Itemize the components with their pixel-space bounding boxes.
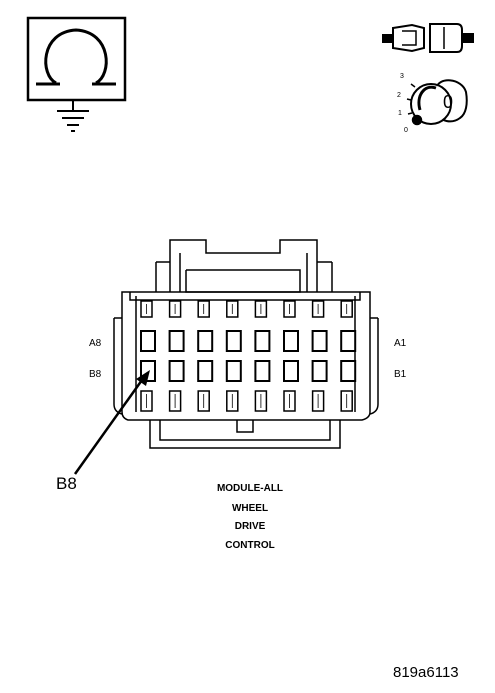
pin-label-b1: B1 [394,369,407,380]
pin-cavity-a-1 [340,330,357,352]
pin-cavity-b-2 [311,360,328,382]
pin-cavity-b-1 [340,360,357,382]
pin-label-b8: B8 [89,369,102,380]
pin-cavity-b-5 [225,360,242,382]
callout-arrow [73,370,150,475]
ignition-key-off-icon [406,79,468,126]
pin-label-a8: A8 [89,338,102,349]
connector-title-line-2: WHEEL [231,503,269,514]
ignition-position-0: 0 [404,127,408,134]
connector-title-line-4: CONTROL [225,540,275,551]
ignition-position-2: 2 [397,92,401,99]
pin-cavity-b-6 [197,360,214,382]
pin-cavity-a-5 [225,330,242,352]
ignition-position-1: 1 [398,110,402,117]
pin-grid [140,300,357,412]
pin-cavity-a-7 [168,330,185,352]
pin-cavity-a-3 [283,330,299,352]
callout-label-b8: B8 [56,474,77,493]
figure-id: 819a6113 [393,664,459,681]
connector-title-line-3: DRIVE [234,521,266,532]
connector-title-line-1: MODULE-ALL [216,483,284,494]
connector-body [113,239,379,449]
pin-cavity-b-4 [254,360,271,382]
pin-cavity-a-2 [311,330,328,352]
pin-cavity-a-8 [140,330,156,352]
pin-label-a1: A1 [394,338,407,349]
ignition-key-label: 0 [443,92,454,112]
pin-cavity-b-7 [168,360,185,382]
ignition-position-3: 3 [400,73,404,80]
unplugged-connector-icon [382,23,474,53]
ohm-ground-icon [26,16,127,132]
pin-cavity-a-4 [254,330,271,352]
pin-cavity-a-6 [197,330,214,352]
pin-cavity-b-3 [283,360,299,382]
